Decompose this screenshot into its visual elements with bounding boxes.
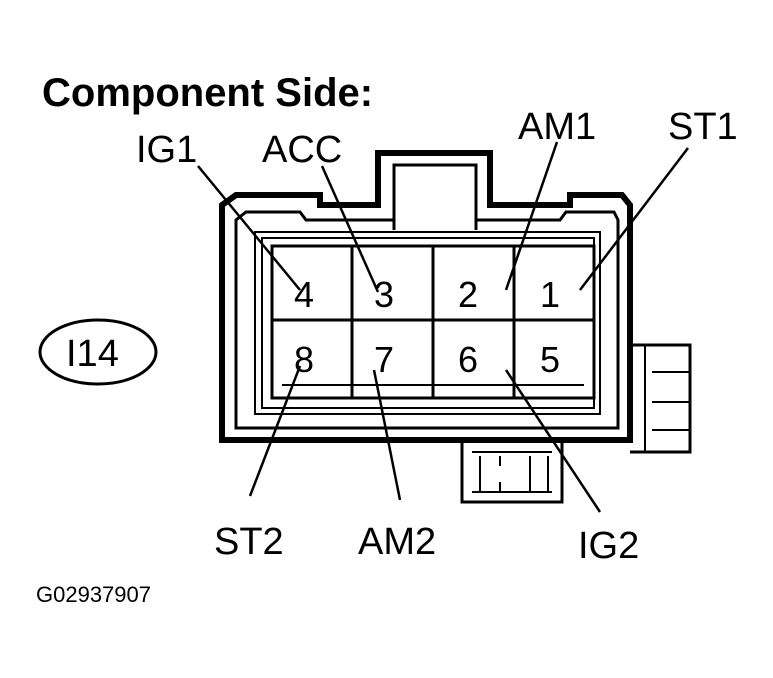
terminal-label-am1: AM1 <box>518 106 596 148</box>
diagram-title: Component Side: <box>42 71 373 115</box>
pin-5: 5 <box>540 339 560 380</box>
pin-4: 4 <box>294 274 314 315</box>
terminal-label-ig2: IG2 <box>578 525 639 567</box>
pin-3: 3 <box>374 274 394 315</box>
connector-code: I14 <box>66 333 119 375</box>
pin-6: 6 <box>458 339 478 380</box>
pin-2: 2 <box>458 274 478 315</box>
terminal-label-st1: ST1 <box>668 106 738 148</box>
leader-st2 <box>248 365 302 497</box>
pin-7: 7 <box>374 339 394 380</box>
leader-am2 <box>372 369 402 501</box>
leader-ig2 <box>504 369 602 513</box>
terminal-label-ig1: IG1 <box>136 129 197 171</box>
leader-am1 <box>504 141 559 291</box>
connector-code-ellipse <box>38 318 158 386</box>
pin-grid <box>270 244 596 400</box>
connector-housing <box>219 150 692 504</box>
terminal-label-acc: ACC <box>262 129 342 171</box>
leader-st1 <box>579 147 689 291</box>
leader-ig1 <box>197 165 301 291</box>
leader-lines <box>197 141 689 513</box>
figure-id: G02937907 <box>36 582 151 607</box>
terminal-label-st2: ST2 <box>214 521 284 563</box>
terminal-label-am2: AM2 <box>358 521 436 563</box>
leader-acc <box>320 165 380 293</box>
pin-1: 1 <box>540 274 560 315</box>
